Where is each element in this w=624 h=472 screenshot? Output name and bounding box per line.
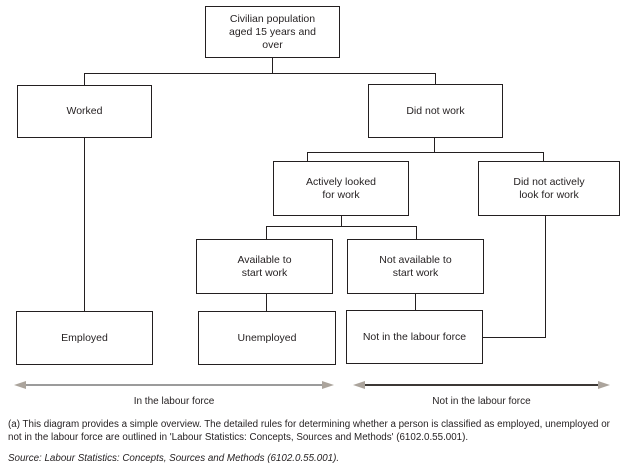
connector-not-available-to-nilf bbox=[415, 294, 416, 310]
connector-civilian-stem bbox=[272, 57, 273, 74]
connector-worked-to-employed bbox=[84, 138, 85, 311]
source-line: Source: Labour Statistics: Concepts, Sou… bbox=[8, 453, 340, 464]
arrow-shaft bbox=[26, 384, 322, 386]
connector-to-available bbox=[266, 226, 267, 239]
connector-to-did-not-actively-look bbox=[543, 152, 544, 161]
connector-to-not-available bbox=[416, 226, 417, 239]
in-labour-force-label: In the labour force bbox=[133, 396, 215, 407]
connector-elbow-to-nilf bbox=[483, 337, 546, 338]
not-in-labour-force-label: Not in the labour force bbox=[432, 396, 531, 407]
connector-did-not-actively-elbow-vertical bbox=[545, 216, 546, 337]
node-civilian-population: Civilian population aged 15 years and ov… bbox=[205, 6, 340, 58]
in-labour-force-range-arrow bbox=[14, 381, 334, 389]
arrow-shaft bbox=[365, 384, 598, 386]
arrowhead-left-icon bbox=[353, 381, 365, 389]
connector-split-actively-didnotactively bbox=[307, 152, 544, 153]
connector-split-available-notavailable bbox=[266, 226, 417, 227]
node-did-not-work: Did not work bbox=[368, 84, 503, 138]
connector-available-to-unemployed bbox=[266, 294, 267, 311]
arrowhead-right-icon bbox=[598, 381, 610, 389]
node-unemployed: Unemployed bbox=[198, 311, 336, 365]
node-employed: Employed bbox=[16, 311, 153, 365]
not-in-labour-force-range-arrow bbox=[353, 381, 610, 389]
connector-to-did-not-work bbox=[435, 73, 436, 85]
connector-did-not-work-stem bbox=[434, 138, 435, 153]
node-not-available-to-start-work: Not available to start work bbox=[347, 239, 484, 294]
node-did-not-actively-look-for-work: Did not actively look for work bbox=[478, 161, 620, 216]
arrowhead-left-icon bbox=[14, 381, 26, 389]
connector-to-worked bbox=[84, 73, 85, 85]
node-available-to-start-work: Available to start work bbox=[196, 239, 333, 294]
node-worked: Worked bbox=[17, 85, 152, 138]
connector-to-actively-looked bbox=[307, 152, 308, 161]
connector-actively-looked-stem bbox=[341, 216, 342, 227]
node-actively-looked-for-work: Actively looked for work bbox=[273, 161, 409, 216]
node-not-in-the-labour-force: Not in the labour force bbox=[346, 310, 483, 364]
footnote-a: (a) This diagram provides a simple overv… bbox=[8, 419, 610, 443]
connector-split-worked-didnotwork bbox=[84, 73, 436, 74]
arrowhead-right-icon bbox=[322, 381, 334, 389]
